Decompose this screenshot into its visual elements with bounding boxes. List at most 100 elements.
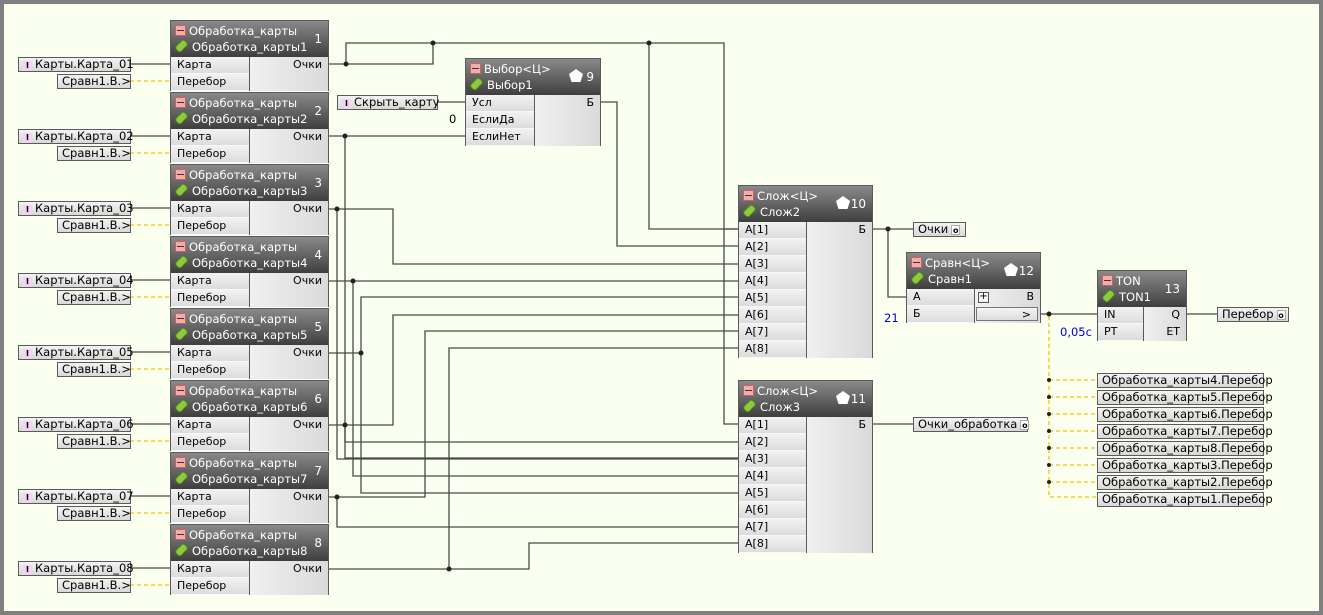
input-port[interactable]: A[3] [739, 451, 806, 468]
input-port[interactable]: Карта [171, 561, 249, 578]
output-port[interactable]: Очки [293, 202, 322, 215]
feedback-target-variable[interactable]: Обработка_карты5.Перебор [1097, 390, 1273, 405]
input-port[interactable]: A[3] [739, 256, 806, 273]
collapse-icon[interactable] [175, 385, 186, 396]
feedback-variable[interactable]: Сравн1.В.> [57, 506, 131, 521]
input-port[interactable]: A[1] [739, 222, 806, 239]
feedback-target-variable[interactable]: Обработка_карты7.Перебор [1097, 424, 1273, 439]
output-port[interactable]: Очки [293, 418, 322, 431]
feedback-target-variable[interactable]: Обработка_карты6.Перебор [1097, 407, 1273, 422]
feedback-variable[interactable]: Сравн1.В.> [57, 578, 131, 593]
feedback-variable[interactable]: Сравн1.В.> [57, 218, 131, 233]
input-port[interactable]: Усл [466, 95, 534, 112]
input-port[interactable]: A[2] [739, 434, 806, 451]
collapse-icon[interactable] [743, 385, 754, 396]
output-port[interactable]: Очки [293, 130, 322, 143]
input-port[interactable]: Перебор [171, 74, 249, 91]
feedback-target-variable[interactable]: Обработка_карты3.Перебор [1097, 458, 1273, 473]
compare-operator-field[interactable]: > [976, 307, 1038, 321]
input-port[interactable]: Перебор [171, 506, 249, 523]
input-port[interactable]: Перебор [171, 290, 249, 307]
input-port[interactable]: PT [1098, 324, 1143, 341]
collapse-icon[interactable] [743, 190, 754, 201]
feedback-variable[interactable]: Сравн1.В.> [57, 146, 131, 161]
input-port[interactable]: A[6] [739, 502, 806, 519]
input-port[interactable]: Перебор [171, 218, 249, 235]
feedback-target-variable[interactable]: Обработка_карты2.Перебор [1097, 475, 1273, 490]
output-port[interactable]: Очки [293, 562, 322, 575]
input-port[interactable]: A[6] [739, 307, 806, 324]
collapse-icon[interactable] [175, 241, 186, 252]
input-port[interactable]: Карта [171, 345, 249, 362]
input-port[interactable]: A[8] [739, 341, 806, 358]
output-port[interactable]: Q [1171, 308, 1180, 321]
input-port[interactable]: Карта [171, 129, 249, 146]
input-port[interactable]: ЕслиДа [466, 112, 534, 129]
expand-icon[interactable]: + [978, 291, 989, 303]
feedback-variable[interactable]: Сравн1.В.> [57, 362, 131, 377]
constant-esli-da[interactable]: 0 [449, 112, 457, 126]
collapse-icon[interactable] [1102, 275, 1113, 286]
input-port[interactable]: A[7] [739, 519, 806, 536]
input-port[interactable]: A[4] [739, 468, 806, 485]
input-port[interactable]: Карта [171, 201, 249, 218]
input-port[interactable]: Карта [171, 489, 249, 506]
input-port[interactable]: Перебор [171, 146, 249, 163]
input-port[interactable]: A [907, 289, 974, 306]
output-port[interactable]: Б [586, 96, 594, 109]
input-port[interactable]: Перебор [171, 434, 249, 451]
collapse-icon[interactable] [911, 257, 922, 268]
input-port[interactable]: Перебор [171, 578, 249, 595]
feedback-variable[interactable]: Сравн1.В.> [57, 434, 131, 449]
input-port[interactable]: Перебор [171, 362, 249, 379]
feedback-variable[interactable]: Сравн1.В.> [57, 74, 131, 89]
input-port[interactable]: A[5] [739, 290, 806, 307]
constant-b[interactable]: 21 [884, 311, 899, 325]
output-port[interactable]: Очки [293, 58, 322, 71]
collapse-icon[interactable] [175, 169, 186, 180]
input-port[interactable]: A[2] [739, 239, 806, 256]
input-port[interactable]: ЕслиНет [466, 129, 534, 146]
constant-pt[interactable]: 0,05с [1060, 325, 1092, 339]
output-port[interactable]: ET [1166, 325, 1180, 338]
input-port[interactable]: A[5] [739, 485, 806, 502]
input-port[interactable]: IN [1098, 307, 1143, 324]
feedback-target-variable[interactable]: Обработка_карты4.Перебор [1097, 373, 1273, 388]
output-port[interactable]: Очки [293, 274, 322, 287]
output-port[interactable]: Очки [293, 490, 322, 503]
input-port[interactable]: A[4] [739, 273, 806, 290]
output-port[interactable]: Б [858, 418, 866, 431]
output-port[interactable]: Б [858, 223, 866, 236]
output-port[interactable]: Очки [293, 346, 322, 359]
collapse-icon[interactable] [175, 97, 186, 108]
